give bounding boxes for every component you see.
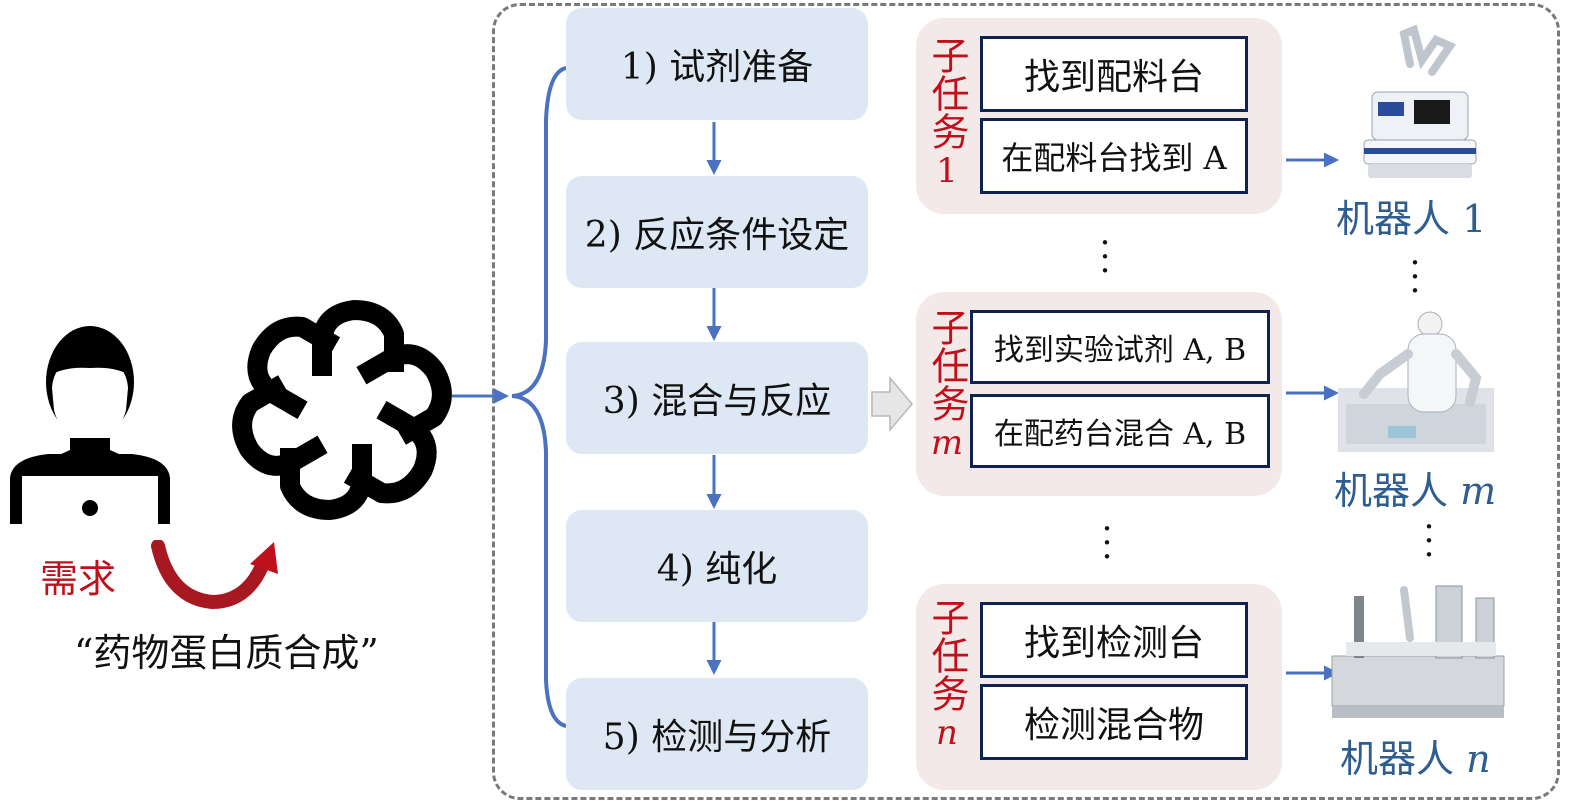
robot-index: n — [1466, 737, 1491, 781]
robot-label-text: 机器人 — [1336, 197, 1451, 241]
user-laptop-icon — [10, 326, 170, 524]
ellipsis-dots: ··· — [1101, 509, 1113, 577]
ellipsis-dots: ··· — [1409, 243, 1421, 311]
step-box: 4) 纯化 — [566, 510, 868, 622]
subtask-index: 1 — [936, 151, 958, 191]
robot-index: 1 — [1462, 197, 1487, 241]
subtask-index: n — [936, 713, 958, 753]
brace — [511, 66, 567, 728]
robot-label: 机器人 1 — [1336, 188, 1486, 243]
step-box: 2) 反应条件设定 — [566, 176, 868, 288]
step-box: 3) 混合与反应 — [566, 342, 868, 454]
ellipsis-dots: ··· — [1099, 223, 1111, 291]
subtask-box: 在配料台找到 A — [980, 118, 1248, 194]
robot-label-text: 机器人 — [1340, 737, 1455, 781]
openai-logo — [228, 300, 456, 524]
subtask-label: 子任务 m — [916, 308, 978, 464]
subtask-box: 在配药台混合 A, B — [970, 394, 1270, 468]
robot-image — [1363, 24, 1477, 178]
subtask-box: 找到检测台 — [980, 602, 1248, 678]
subtask-label-text: 子任务 — [925, 308, 969, 422]
robot-index: m — [1460, 469, 1497, 513]
subtask-box: 找到配料台 — [980, 36, 1248, 112]
subtask-index: m — [930, 423, 964, 463]
curved-arrow-icon — [151, 540, 278, 610]
request-text: “药物蛋白质合成” — [74, 631, 379, 675]
robot-image — [1338, 311, 1494, 452]
ellipsis-dots: ··· — [1423, 507, 1435, 575]
request-label: 需求 — [40, 557, 117, 601]
workflow-frame — [492, 3, 1560, 800]
robot-image — [1331, 585, 1505, 718]
robot-label: 机器人 n — [1340, 728, 1491, 783]
subtask-box: 检测混合物 — [980, 684, 1248, 760]
step-box: 1) 试剂准备 — [566, 8, 868, 120]
subtask-label-text: 子任务 — [925, 36, 969, 150]
subtask-box: 找到实验试剂 A, B — [970, 310, 1270, 384]
robot-label: 机器人 m — [1334, 460, 1496, 515]
subtask-label-text: 子任务 — [925, 598, 969, 712]
step-box: 5) 检测与分析 — [566, 678, 868, 790]
subtask-label: 子任务 n — [916, 598, 978, 754]
expand-arrow — [871, 375, 913, 433]
robot-label-text: 机器人 — [1334, 469, 1449, 513]
subtask-label: 子任务 1 — [916, 36, 978, 192]
